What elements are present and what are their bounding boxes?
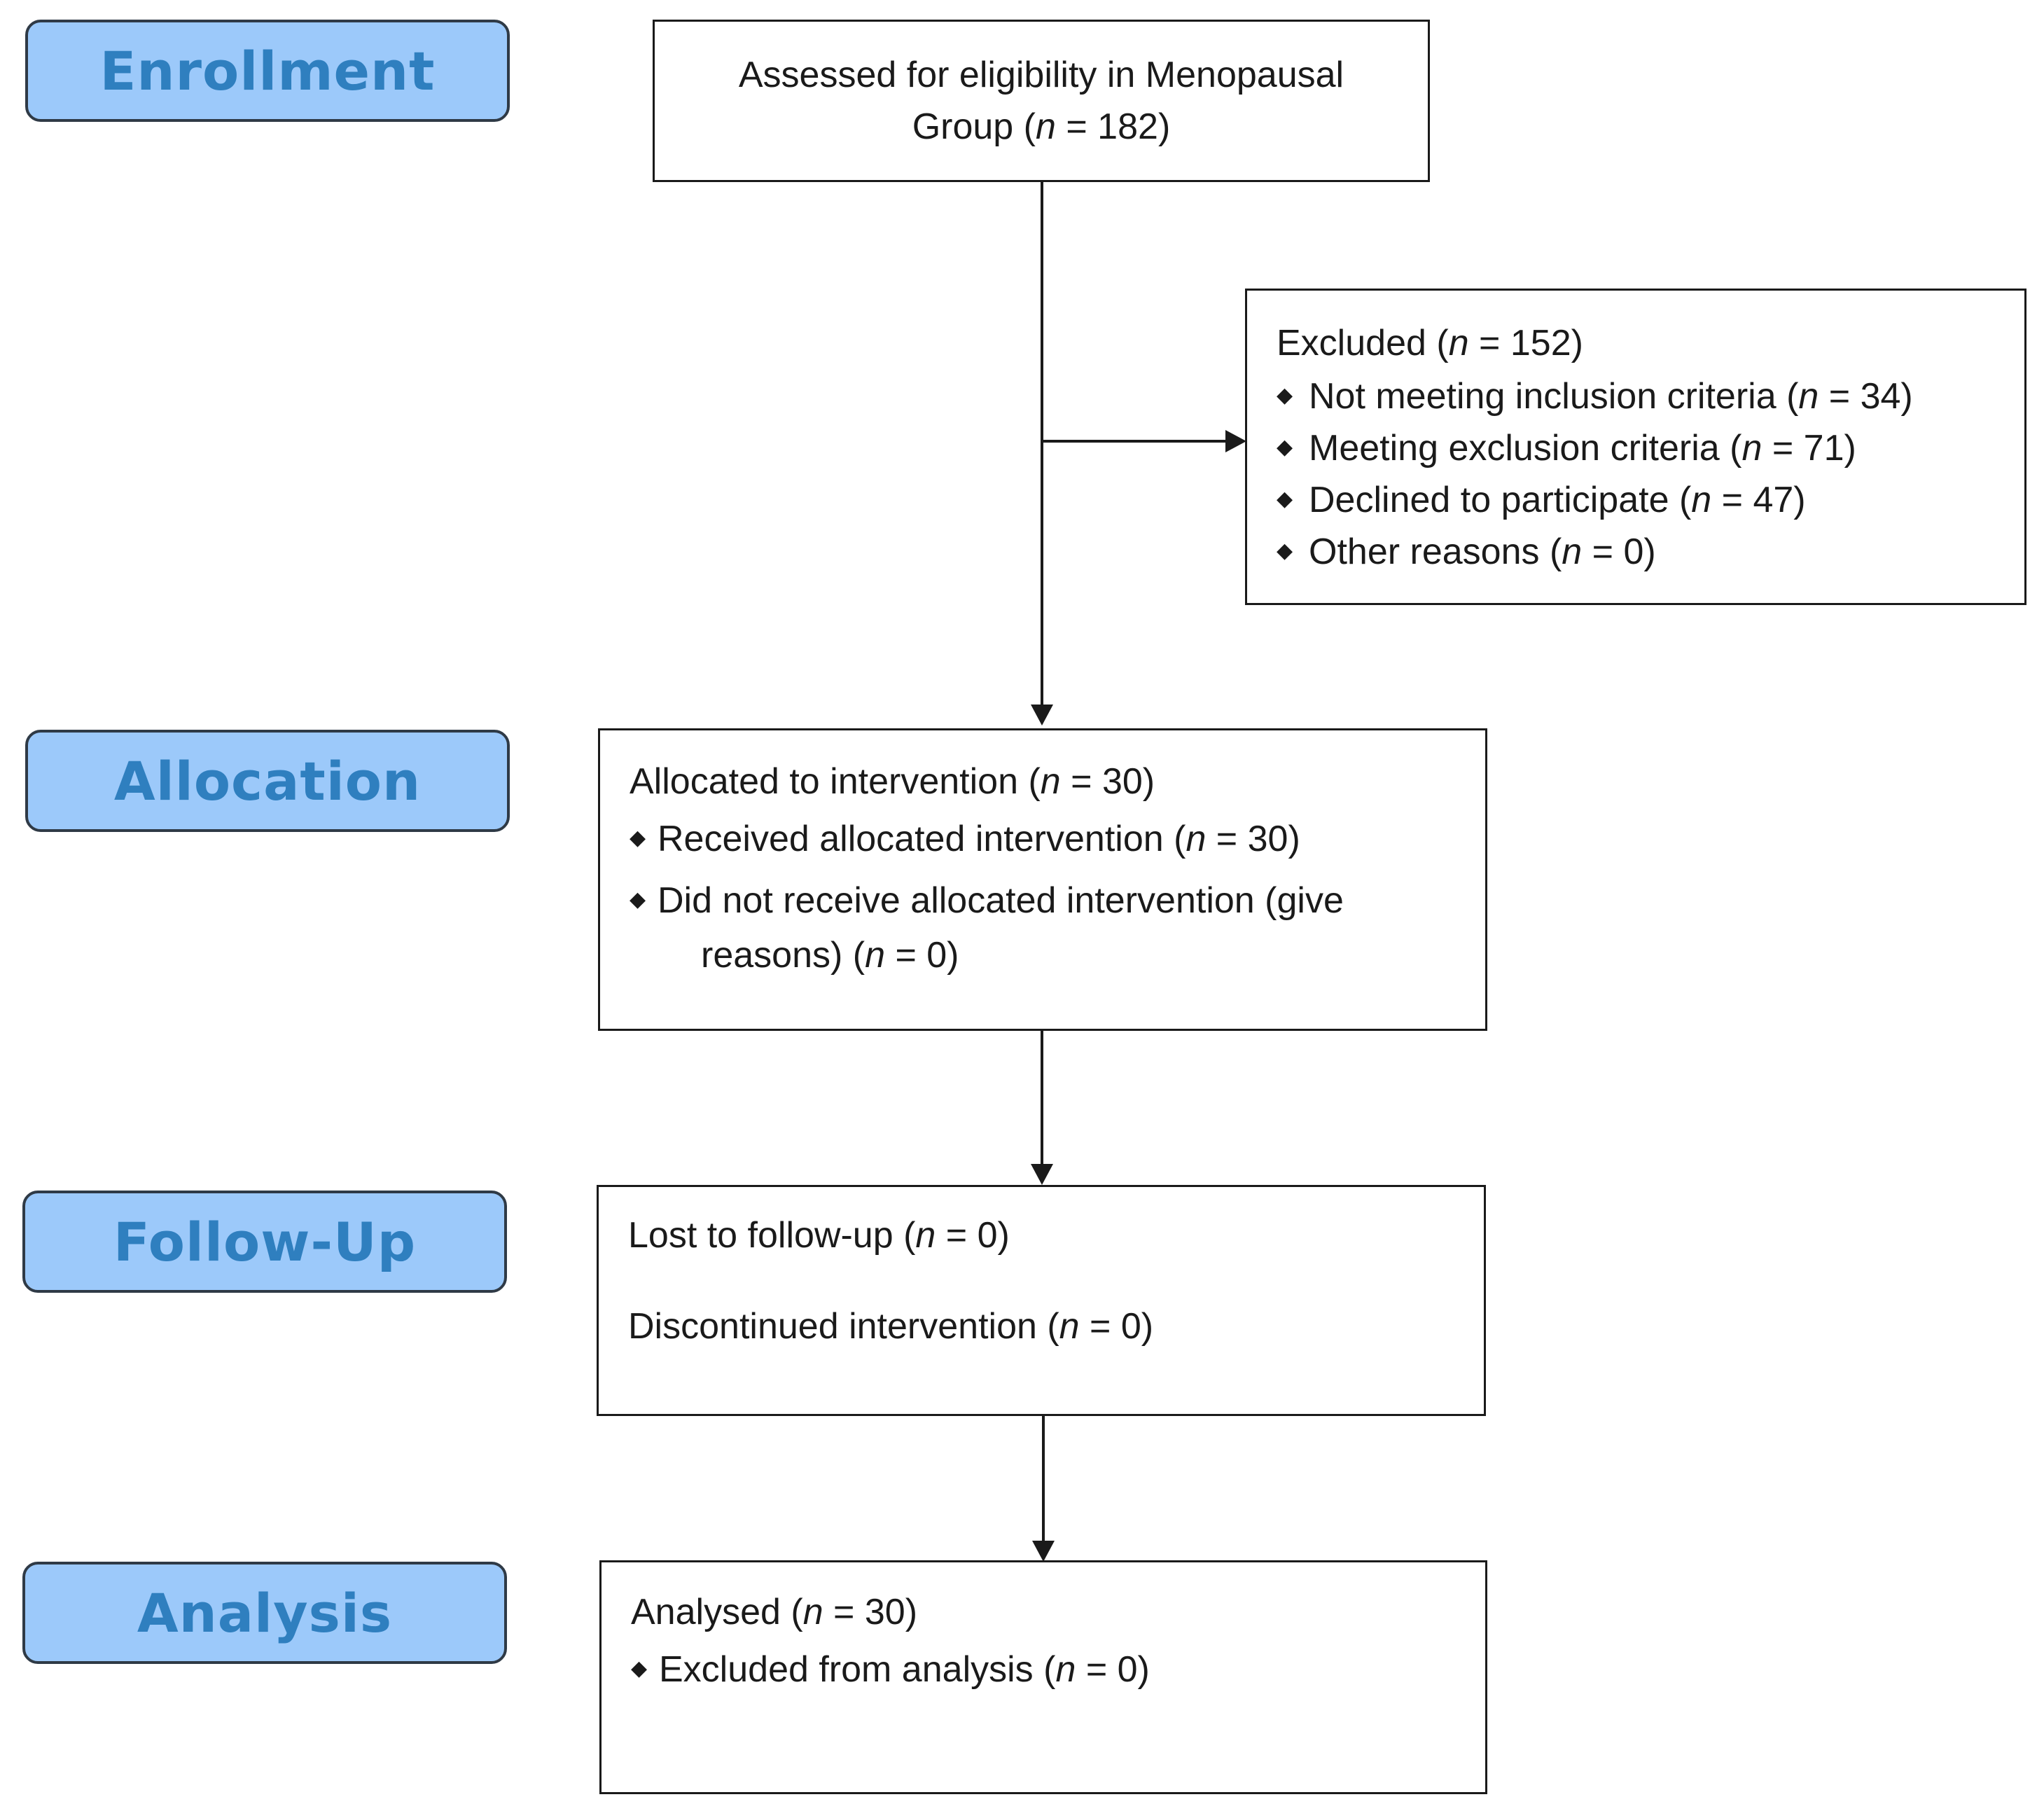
bullet-icon: ◆ <box>630 826 646 850</box>
bullet-icon: ◆ <box>1277 487 1293 511</box>
allocated-received: ◆Received allocated intervention (n = 30… <box>600 813 1485 867</box>
arrowhead-analysis <box>1032 1541 1055 1562</box>
stage-label-analysis: Analysis <box>22 1562 507 1664</box>
excluded-item: ◆Meeting exclusion criteria (n = 71) <box>1247 422 2024 476</box>
analysed-title: Analysed (n = 30) <box>631 1592 918 1632</box>
follow-up-box: Lost to follow-up (n = 0) Discontinued i… <box>597 1185 1486 1416</box>
allocated-not-received: ◆Did not receive allocated intervention … <box>600 875 1485 929</box>
allocated-not-received-reasons: reasons) (n = 0) <box>701 935 959 976</box>
assessed-box: Assessed for eligibility in Menopausal G… <box>653 20 1430 182</box>
stage-label-text: Enrollment <box>99 39 436 102</box>
excluded-title: Excluded (n = 152) <box>1277 323 1583 363</box>
discontinued-intervention: Discontinued intervention (n = 0) <box>628 1306 1154 1347</box>
assessed-line-2: Group (n = 182) <box>912 106 1171 147</box>
excluded-box: Excluded (n = 152) ◆Not meeting inclusio… <box>1245 289 2026 605</box>
stage-label-text: Analysis <box>137 1581 393 1644</box>
lost-to-follow-up: Lost to follow-up (n = 0) <box>628 1215 1010 1256</box>
excluded-item: ◆Declined to participate (n = 47) <box>1247 474 2024 528</box>
excluded-item: ◆Other reasons (n = 0) <box>1247 526 2024 580</box>
bullet-icon: ◆ <box>630 888 646 912</box>
arrowhead-allocated <box>1031 705 1053 726</box>
bullet-icon: ◆ <box>1277 539 1293 563</box>
bullet-icon: ◆ <box>1277 384 1293 408</box>
assessed-line-1: Assessed for eligibility in Menopausal <box>738 55 1344 95</box>
stage-label-text: Allocation <box>113 749 422 812</box>
stage-label-text: Follow-Up <box>113 1210 417 1273</box>
excluded-item: ◆Not meeting inclusion criteria (n = 34) <box>1247 370 2024 424</box>
arrowhead-excluded <box>1225 430 1246 452</box>
stage-label-allocation: Allocation <box>25 730 510 832</box>
allocated-title: Allocated to intervention (n = 30) <box>630 761 1155 802</box>
stage-label-follow-up: Follow-Up <box>22 1191 507 1293</box>
stage-label-enrollment: Enrollment <box>25 20 510 122</box>
allocation-box: Allocated to intervention (n = 30) ◆Rece… <box>598 728 1487 1031</box>
analysis-box: Analysed (n = 30) ◆Excluded from analysi… <box>599 1560 1487 1794</box>
arrowhead-followup <box>1031 1164 1053 1185</box>
bullet-icon: ◆ <box>1277 436 1293 459</box>
excluded-from-analysis: ◆Excluded from analysis (n = 0) <box>602 1644 1485 1698</box>
bullet-icon: ◆ <box>631 1657 648 1681</box>
